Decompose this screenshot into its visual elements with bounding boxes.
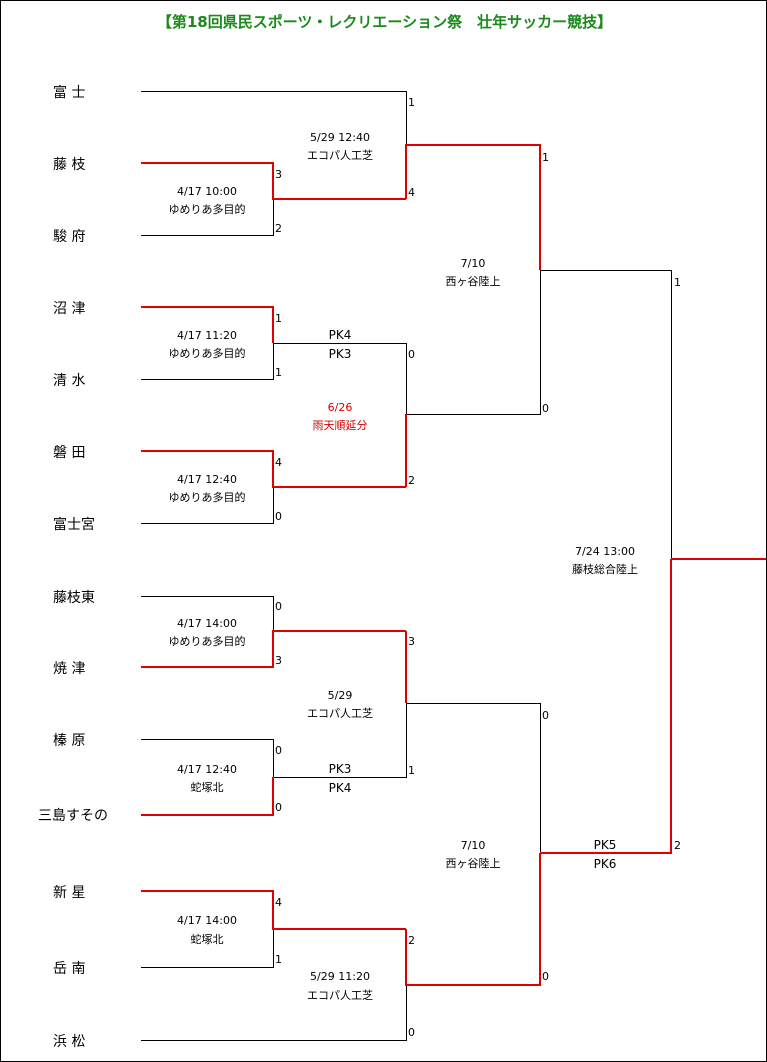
- page-title: 【第18回県民スポーツ・レクリエーション祭 壮年サッカー競技】: [156, 13, 613, 31]
- bracket-line-gakunan: [141, 929, 274, 968]
- team-name: 駿 府: [53, 229, 85, 245]
- team-name: 浜 松: [53, 1034, 85, 1050]
- pk-score: PK6: [594, 857, 617, 871]
- match-venue: 西ヶ谷陸上: [446, 275, 501, 288]
- win-line-fujieda-r2: [405, 144, 541, 270]
- match-date: 5/29: [328, 689, 353, 702]
- bracket-line-final-upper: [540, 270, 672, 559]
- match-date: 6/26: [328, 401, 353, 414]
- bracket-line-sunpu: [141, 199, 274, 236]
- team-name: 磐 田: [53, 445, 85, 461]
- bracket-line-mishima-r2: [273, 703, 407, 778]
- score: 0: [542, 402, 549, 415]
- score: 1: [275, 312, 282, 325]
- win-line-numazu-r1: [141, 306, 274, 343]
- match-venue: 蛇塚北: [191, 932, 224, 946]
- score: 0: [408, 1026, 415, 1039]
- score: 4: [408, 186, 415, 199]
- match-venue: エコパ人工芝: [307, 149, 373, 162]
- score: 1: [674, 276, 681, 289]
- team-name: 富 士: [53, 84, 85, 101]
- bracket-line-shimizu: [141, 343, 274, 380]
- score: 0: [542, 709, 549, 722]
- win-line-shinsei-r1: [141, 890, 406, 930]
- win-line-mishima-r1: [141, 777, 274, 816]
- match-date: 4/17 14:00: [177, 914, 237, 927]
- win-line-iwata-r1: [141, 450, 406, 488]
- score: 0: [408, 348, 415, 361]
- score: 0: [275, 801, 282, 814]
- win-line-yaizu-r1: [141, 630, 406, 668]
- score: 1: [408, 96, 415, 109]
- team-name: 焼 津: [53, 661, 85, 677]
- bracket-line-sf-bottom-upper: [406, 703, 541, 853]
- team-name: 新 星: [53, 885, 85, 901]
- team-name: 岳 南: [53, 961, 85, 977]
- match-date: 4/17 12:40: [177, 473, 237, 486]
- score: 3: [275, 168, 282, 181]
- match-venue: ゆめりあ多目的: [169, 202, 246, 216]
- bracket-line-sf-top-lower: [406, 270, 541, 415]
- match-date: 4/17 12:40: [177, 763, 237, 776]
- win-line-fujieda-r1: [141, 162, 406, 200]
- match-venue: ゆめりあ多目的: [169, 346, 246, 360]
- match-date: 4/17 10:00: [177, 185, 237, 198]
- score: 1: [275, 953, 282, 966]
- score: 1: [542, 151, 549, 164]
- match-date: 7/24 13:00: [575, 545, 635, 558]
- score: 4: [275, 896, 282, 909]
- score: 2: [408, 934, 415, 947]
- pk-score: PK3: [329, 347, 352, 361]
- score: 0: [275, 510, 282, 523]
- win-line-sf-bottom: [540, 559, 672, 854]
- team-name: 三島すその: [38, 808, 108, 824]
- match-date: 7/10: [461, 839, 486, 852]
- win-line-shinsei-r2: [405, 853, 541, 986]
- match-venue: 藤枝総合陸上: [572, 562, 638, 576]
- score: 2: [408, 474, 415, 487]
- score: 0: [542, 970, 549, 983]
- pk-score: PK4: [329, 328, 352, 342]
- pk-score: PK3: [329, 762, 352, 776]
- match-venue: エコパ人工芝: [307, 707, 373, 720]
- bracket-line-numazu-r2: [273, 343, 407, 414]
- team-name: 沼 津: [53, 301, 85, 317]
- bracket-line-haibara: [141, 739, 274, 777]
- bracket-line-fujiedahigashi: [141, 596, 274, 631]
- match-date: 5/29 11:20: [310, 970, 370, 983]
- match-venue: 蛇塚北: [191, 780, 224, 794]
- score: 0: [275, 744, 282, 757]
- score: 1: [275, 366, 282, 379]
- team-name: 藤 枝: [53, 157, 85, 173]
- pk-score: PK4: [329, 781, 352, 795]
- team-name: 榛 原: [53, 732, 85, 749]
- match-venue: エコパ人工芝: [307, 989, 373, 1002]
- team-name: 藤枝東: [53, 590, 95, 606]
- match-venue: 西ヶ谷陸上: [446, 857, 501, 870]
- match-date: 4/17 14:00: [177, 617, 237, 630]
- match-date: 7/10: [461, 257, 486, 270]
- bracket-line-fujinomiya: [141, 487, 274, 524]
- match-date: 4/17 11:20: [177, 329, 237, 342]
- match-venue: ゆめりあ多目的: [169, 634, 246, 648]
- team-name: 清 水: [53, 373, 85, 389]
- match-date: 5/29 12:40: [310, 131, 370, 144]
- score: 0: [275, 600, 282, 613]
- team-name: 富士宮: [53, 516, 95, 533]
- pk-score: PK5: [594, 838, 617, 852]
- match-venue: ゆめりあ多目的: [169, 490, 246, 504]
- score: 3: [408, 635, 415, 648]
- bracket-line-hamamatsu: [141, 985, 407, 1041]
- score: 2: [674, 839, 681, 852]
- score: 3: [275, 654, 282, 667]
- match-venue: 雨天順延分: [313, 419, 368, 432]
- score: 2: [275, 222, 282, 235]
- score: 1: [408, 764, 415, 777]
- score: 4: [275, 456, 282, 469]
